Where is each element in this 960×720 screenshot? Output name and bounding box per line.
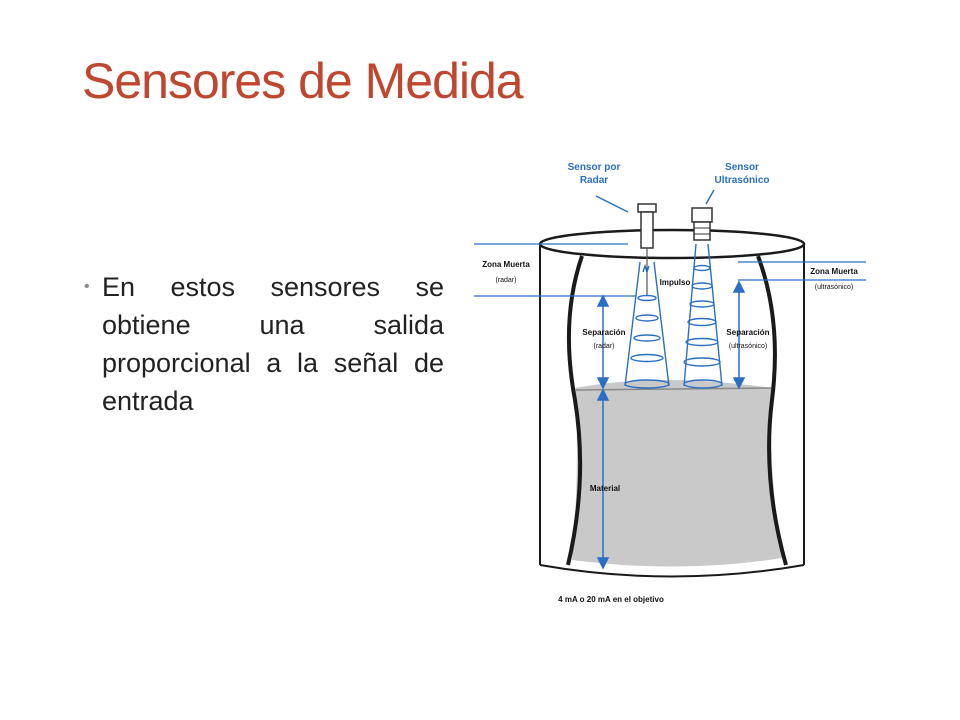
radar-sensor	[637, 203, 657, 296]
dead-zone-left-label: Zona Muerta	[482, 260, 530, 269]
tank-inner-left-curve	[566, 255, 584, 566]
bullet-item: • En estos sensores se obtiene una salid…	[84, 268, 444, 420]
radar-label-pointer	[595, 195, 629, 213]
material-label: Material	[590, 484, 620, 493]
bullet-text: En estos sensores se obtiene una salida …	[102, 272, 444, 416]
dead-zone-right-label: Zona Muerta	[810, 267, 858, 276]
tank-bottom	[539, 564, 805, 578]
bullet-marker: •	[84, 278, 90, 295]
ultra-sensor-label-2: Ultrasónico	[714, 175, 769, 186]
ultra-label-pointer	[705, 189, 715, 205]
impulse-label: Impulso	[660, 278, 691, 287]
diagram-caption: 4 mA o 20 mA en el objetivo	[558, 595, 664, 604]
separation-radar-label: Separación	[582, 328, 625, 337]
separation-radar-sub: (radar)	[593, 343, 614, 350]
radar-sensor-label-2: Radar	[580, 175, 608, 186]
separation-ultra-label: Separación	[726, 328, 769, 337]
tank-inner-right-curve	[756, 255, 788, 566]
ultrasonic-sensor	[691, 207, 713, 241]
radar-sensor-label-1: Sensor por	[568, 162, 621, 173]
radar-beam	[624, 261, 670, 389]
separation-ultrasonic-arrow	[732, 280, 746, 390]
page-title: Sensores de Medida	[82, 53, 524, 109]
dead-zone-right-sub: (ultrasónico)	[815, 284, 854, 291]
separation-radar-arrow	[596, 294, 610, 390]
ultra-sensor-label-1: Sensor	[725, 162, 759, 173]
separation-ultra-sub: (ultrasónico)	[729, 343, 768, 350]
material-fill	[572, 380, 782, 567]
material-arrow	[596, 388, 610, 570]
ultrasonic-beam	[683, 243, 723, 389]
dead-zone-left-sub: (radar)	[495, 277, 516, 284]
